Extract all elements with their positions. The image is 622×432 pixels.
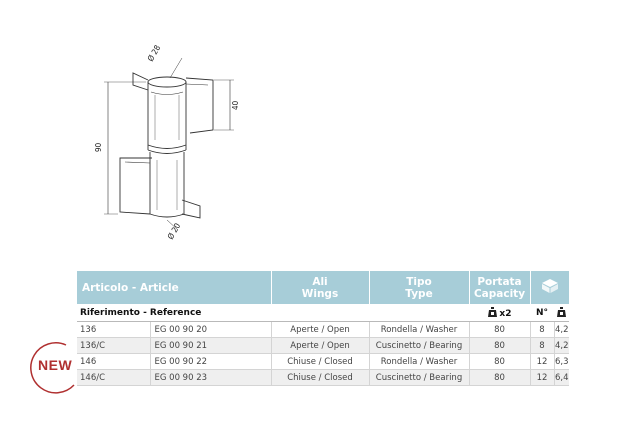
header-article: Articolo - Article	[77, 271, 272, 304]
cell-capacity: 80	[469, 321, 531, 338]
cell-article: 146/C	[77, 369, 151, 386]
header-wings-en: Wings	[301, 287, 339, 300]
cell-article: 136	[77, 321, 151, 338]
header-wings-it: Ali	[312, 275, 328, 288]
cell-weight: 6,3	[554, 353, 569, 370]
cell-count: 12	[530, 353, 555, 370]
subheader-weight	[554, 304, 569, 322]
table-header-row: Articolo - Article Ali Wings Tipo Type P…	[77, 271, 569, 304]
cell-wings: Chiuse / Closed	[271, 369, 370, 386]
dim-diameter-bottom: Ø 20	[165, 221, 182, 241]
cell-capacity: 80	[469, 353, 531, 370]
cell-article: 146	[77, 353, 151, 370]
header-type-it: Tipo	[406, 275, 432, 288]
header-wings: Ali Wings	[271, 271, 370, 304]
cell-reference: EG 00 90 23	[150, 369, 272, 386]
cell-count: 8	[530, 337, 555, 354]
cell-capacity: 80	[469, 337, 531, 354]
weight-icon	[487, 306, 497, 317]
technical-drawing: Ø 28 Ø 20 90 40	[94, 43, 240, 241]
table-row: 136 EG 00 90 20 Aperte / Open Rondella /…	[77, 321, 569, 338]
cell-reference: EG 00 90 20	[150, 321, 272, 338]
table-subheader-row: Riferimento - Reference x2 N°	[77, 304, 569, 322]
spec-table: Articolo - Article Ali Wings Tipo Type P…	[77, 271, 569, 386]
cell-weight: 4,2	[554, 337, 569, 354]
cell-weight: 4,2	[554, 321, 569, 338]
subheader-count: N°	[530, 304, 554, 322]
header-package	[530, 271, 569, 304]
cell-wings: Aperte / Open	[271, 337, 370, 354]
cell-wings: Chiuse / Closed	[271, 353, 370, 370]
table-row: 146 EG 00 90 22 Chiuse / Closed Rondella…	[77, 353, 569, 370]
subheader-reference: Riferimento - Reference	[77, 304, 369, 322]
new-badge: NEW	[38, 357, 73, 373]
dim-diameter-top: Ø 28	[145, 43, 162, 63]
cell-type: Cuscinetto / Bearing	[369, 337, 470, 354]
cell-type: Rondella / Washer	[369, 353, 470, 370]
header-type-en: Type	[405, 287, 433, 300]
cell-capacity: 80	[469, 369, 531, 386]
cell-weight: 6,4	[554, 369, 569, 386]
subheader-capacity-unit: x2	[469, 304, 530, 322]
cell-wings: Aperte / Open	[271, 321, 370, 338]
header-capacity-en: Capacity	[473, 287, 526, 300]
cell-article: 136/C	[77, 337, 151, 354]
table-row: 136/C EG 00 90 21 Aperte / Open Cuscinet…	[77, 337, 569, 354]
box-icon	[541, 279, 558, 293]
cell-count: 12	[530, 369, 555, 386]
cell-count: 8	[530, 321, 555, 338]
header-capacity: Portata Capacity	[469, 271, 531, 304]
table-row: 146/C EG 00 90 23 Chiuse / Closed Cuscin…	[77, 369, 569, 386]
weight-icon	[557, 306, 566, 317]
cell-reference: EG 00 90 21	[150, 337, 272, 354]
cell-reference: EG 00 90 22	[150, 353, 272, 370]
cell-type: Cuscinetto / Bearing	[369, 369, 470, 386]
header-capacity-it: Portata	[477, 275, 522, 288]
subheader-multiplier: x2	[499, 308, 512, 319]
header-type: Tipo Type	[369, 271, 470, 304]
cell-type: Rondella / Washer	[369, 321, 470, 338]
new-badge-ring	[30, 342, 75, 394]
dim-total-height: 90	[94, 142, 103, 152]
dim-wing-height: 40	[231, 100, 240, 110]
